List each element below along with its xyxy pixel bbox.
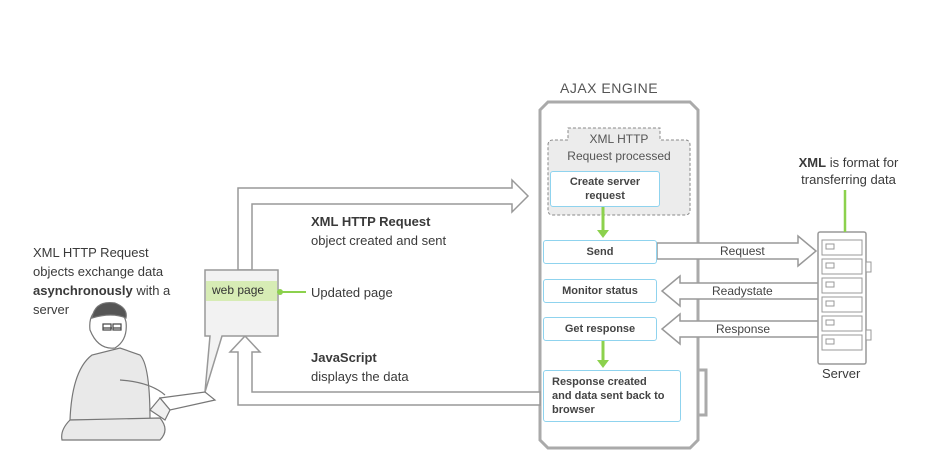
step-create-request: Create server request [550, 171, 660, 207]
left-line-3-rest: with a [132, 283, 171, 298]
response-label: Response [716, 322, 771, 336]
person-laptop-icon [61, 301, 217, 441]
left-line-1: XML HTTP Request [33, 245, 149, 260]
server-label: Server [822, 366, 861, 381]
arrow-request [656, 234, 818, 268]
engine-title: AJAX ENGINE [560, 80, 659, 96]
top-arrow-label: XML HTTP Request object created and sent [311, 212, 446, 250]
bottom-arrow-rest: displays the data [311, 369, 409, 384]
connector-dot [277, 289, 283, 295]
bottom-arrow-label: JavaScript displays the data [311, 348, 409, 386]
arrow-readystate [660, 274, 821, 308]
left-line-3-bold: asynchronously [33, 283, 133, 298]
server-note-line-2: transferring data [801, 172, 896, 187]
left-line-3: asynchronously with a [33, 281, 170, 300]
arrow-response [660, 312, 821, 346]
step-send: Send [543, 240, 657, 264]
bottom-arrow-bold: JavaScript [311, 350, 377, 365]
arrow-javascript [228, 334, 541, 406]
web-page-label: web page [212, 283, 265, 297]
top-arrow-rest: object created and sent [311, 233, 447, 248]
top-arrow-bold: XML HTTP Request [311, 214, 431, 229]
server-note-line-1: XML is format for [786, 154, 911, 171]
step-get-response: Get response [543, 317, 657, 341]
left-line-2: objects exchange data [33, 264, 164, 279]
step-response-created: Response created and data sent back to b… [543, 370, 681, 422]
arrowhead-response [597, 360, 609, 368]
left-description: XML HTTP Request objects exchange data a… [33, 243, 170, 319]
readystate-label: Readystate [712, 284, 773, 298]
request-label: Request [720, 244, 765, 258]
engine-handle [696, 368, 708, 417]
step-monitor-status: Monitor status [543, 279, 657, 303]
server-note-rest: is format for [826, 155, 899, 170]
web-page-label-bg [206, 281, 277, 301]
arrowhead-send [597, 230, 609, 238]
server-note: XML is format for transferring data [786, 154, 911, 188]
server-rack-icon [817, 231, 872, 365]
processed-label: XML HTTP Request processed [567, 132, 671, 163]
left-line-4: server [33, 302, 70, 317]
updated-page-label: Updated page [311, 285, 393, 300]
server-note-bold: XML [798, 155, 827, 170]
arrow-xml-request [237, 178, 530, 271]
